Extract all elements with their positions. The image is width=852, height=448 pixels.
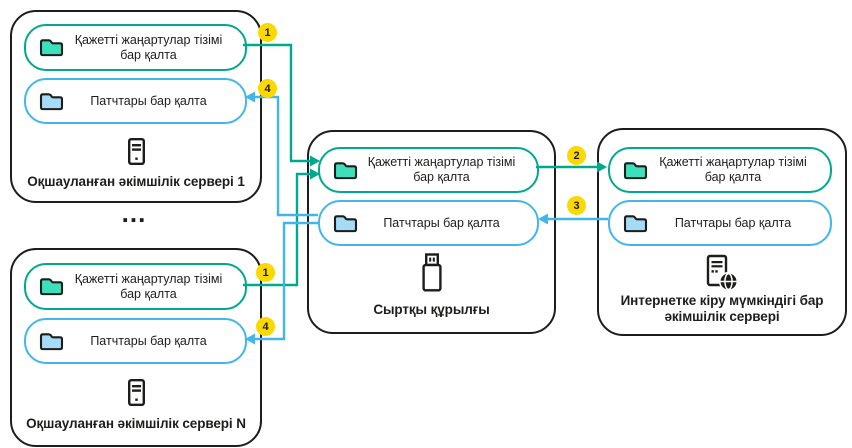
folder-icon	[39, 332, 64, 350]
server-globe-icon	[599, 254, 845, 292]
box-title: Сыртқы құрылғы	[373, 302, 490, 317]
box-title: Интернетке кіру мүмкіндігі бар әкімшілік…	[620, 293, 824, 324]
step-badge-1: 1	[258, 23, 277, 42]
folder-icon	[623, 214, 648, 232]
pill-label: Патчтары бар қалта	[674, 215, 792, 230]
box-isolated-server-n: Қажетті жаңартулар тізімі бар қалта Патч…	[10, 248, 262, 447]
step-badge-3: 3	[567, 196, 586, 215]
pill-label: Қажетті жаңартулар тізімі бар қалта	[659, 155, 807, 184]
folder-icon	[623, 161, 648, 179]
box-external-device: Қажетті жаңартулар тізімі бар қалта Патч…	[307, 130, 556, 334]
step-badge-4: 4	[256, 317, 275, 336]
pill-patches-folder: Патчтары бар қалта	[24, 318, 247, 364]
pill-patches-folder: Патчтары бар қалта	[608, 200, 832, 246]
pill-updates-folder: Қажетті жаңартулар тізімі бар қалта	[24, 263, 247, 310]
step-badge-4: 4	[258, 79, 277, 98]
folder-icon	[39, 278, 64, 296]
pill-updates-folder: Қажетті жаңартулар тізімі бар қалта	[24, 24, 247, 71]
folder-icon	[333, 214, 358, 232]
pill-label: Қажетті жаңартулар тізімі бар қалта	[74, 32, 223, 62]
box-internet-admin-server: Қажетті жаңартулар тізімі бар қалта Патч…	[597, 128, 847, 336]
box-isolated-server-1: Қажетті жаңартулар тізімі бар қалта Патч…	[10, 10, 262, 203]
pill-label: Қажетті жаңартулар тізімі бар қалта	[74, 271, 223, 301]
server-icon	[12, 138, 260, 165]
servers-ellipsis: ...	[121, 198, 147, 228]
folder-icon	[39, 39, 64, 57]
pill-label: Патчтары бар қалта	[383, 215, 500, 230]
pill-patches-folder: Патчтары бар қалта	[24, 78, 247, 124]
folder-icon	[39, 92, 64, 110]
pill-patches-folder: Патчтары бар қалта	[318, 200, 539, 246]
folder-icon	[333, 161, 358, 179]
usb-icon	[309, 253, 554, 292]
pill-updates-folder: Қажетті жаңартулар тізімі бар қалта	[608, 147, 832, 193]
step-badge-2: 2	[567, 146, 586, 165]
step-badge-1: 1	[256, 263, 275, 282]
server-icon	[12, 379, 260, 406]
pill-label: Патчтары бар қалта	[90, 93, 207, 108]
pill-updates-folder: Қажетті жаңартулар тізімі бар қалта	[318, 147, 539, 193]
box-title: Оқшауланған әкімшілік сервері 1	[27, 174, 245, 189]
pill-label: Қажетті жаңартулар тізімі бар қалта	[367, 155, 516, 184]
box-title: Оқшауланған әкімшілік сервері N	[26, 416, 246, 431]
pill-label: Патчтары бар қалта	[90, 333, 207, 348]
